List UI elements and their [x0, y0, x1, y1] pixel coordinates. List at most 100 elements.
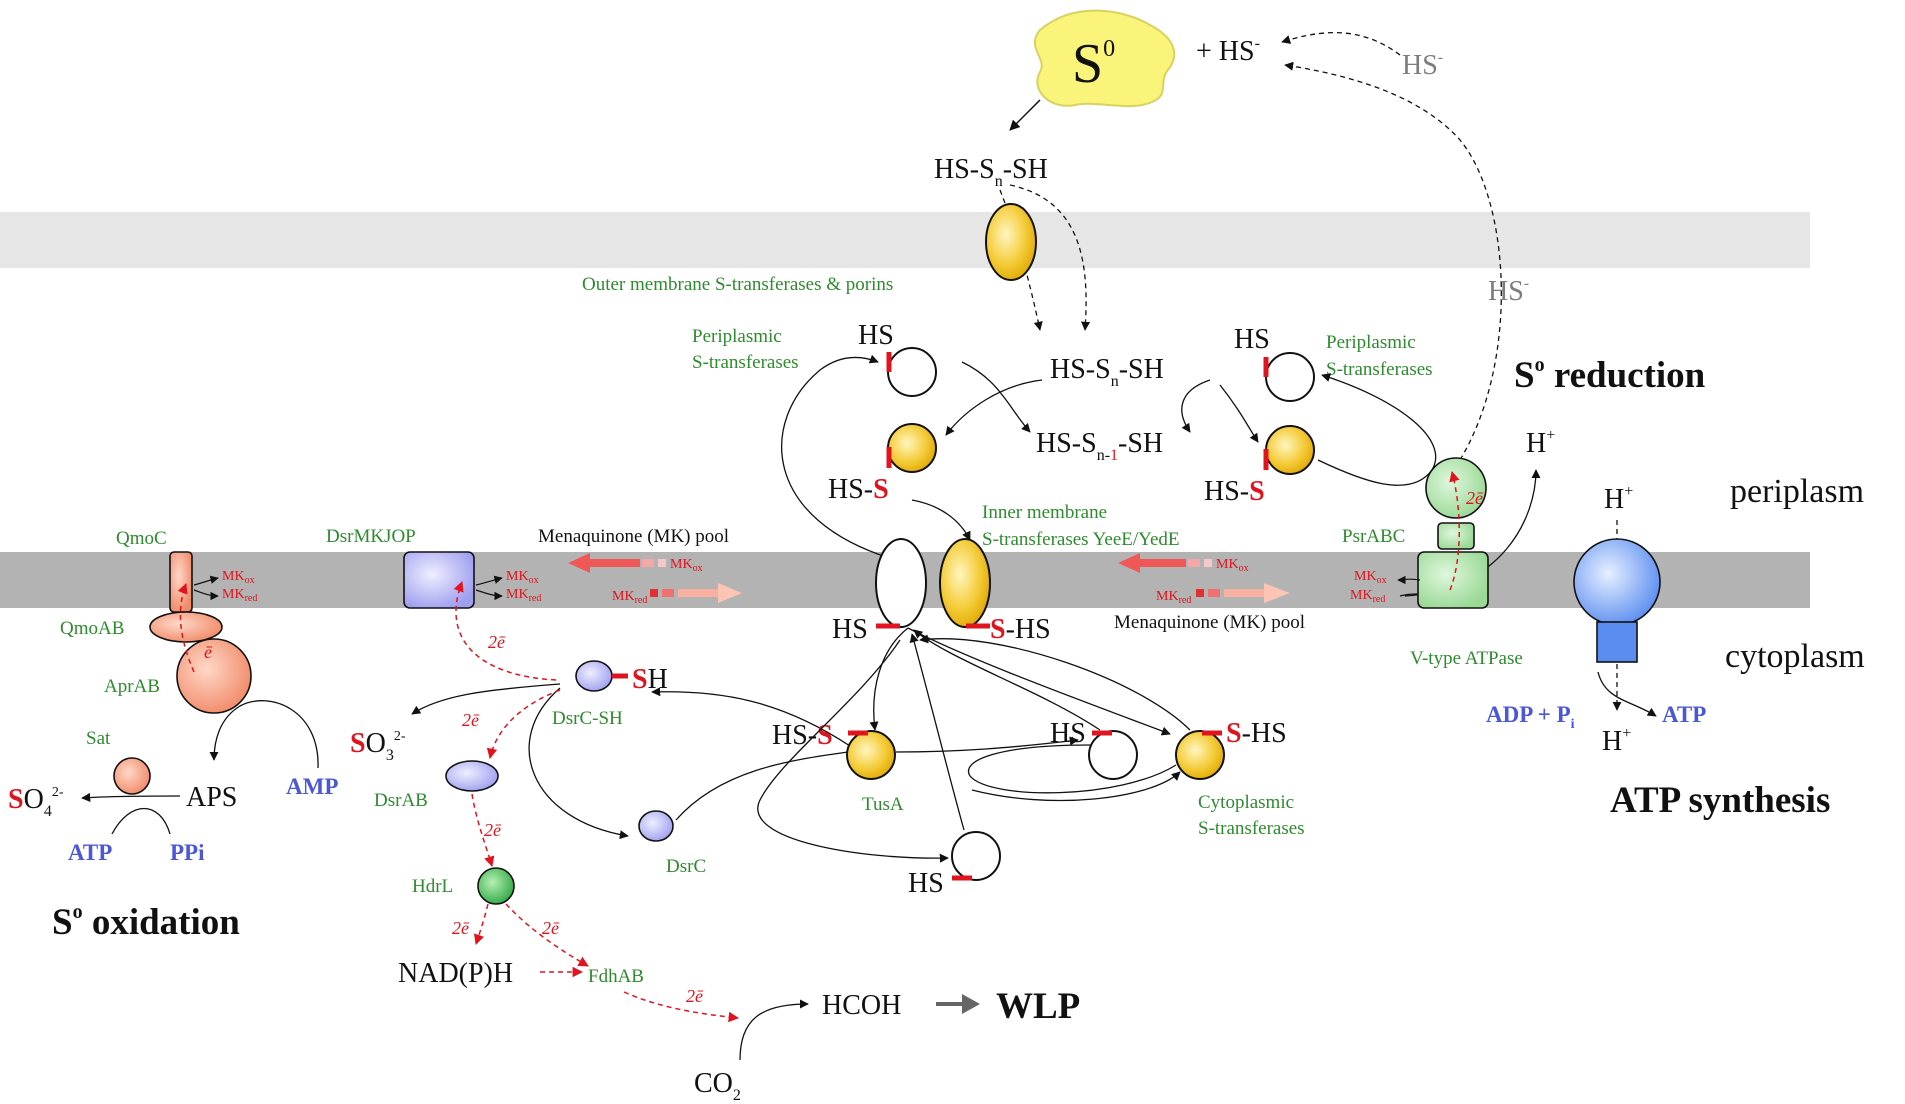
arrow-psr-to-plus-hs	[1284, 61, 1502, 461]
so3: SO32-	[350, 728, 406, 764]
aprab	[176, 638, 252, 714]
polysulfide-periplasm: HS-Sn-SH	[1050, 354, 1164, 390]
label-vtype-atpase: V-type ATPase	[1410, 648, 1523, 669]
atp-ox: ATP	[68, 840, 112, 865]
dsrmkjop-mk-labels: MKox MKred	[475, 569, 541, 604]
tusa-hss: HS-S	[772, 720, 833, 751]
peri-left-loaded	[887, 423, 937, 473]
label-mk-pool-top: Menaquinone (MK) pool	[538, 526, 729, 547]
dsrmkjop	[403, 551, 475, 609]
h-plus-psr: H+	[1526, 427, 1555, 459]
label-cyto-1: Cytoplasmic	[1198, 792, 1294, 813]
qmoab	[149, 611, 223, 643]
arrow-aps-to-so4	[81, 792, 181, 802]
hdrl	[477, 867, 515, 905]
h-plus-atpase-bottom: H+	[1602, 725, 1631, 757]
label-mk-pool-bottom: Menaquinone (MK) pool	[1114, 612, 1305, 633]
cyto-free-hs: HS	[908, 868, 944, 899]
svg-text:MKox: MKox	[670, 557, 703, 574]
arrow-co2-to-hcoh	[739, 999, 809, 1061]
mk-pool-arrow-right: MKred	[612, 583, 742, 606]
svg-text:MKred: MKred	[612, 589, 647, 606]
dsrab	[445, 760, 499, 792]
label-peri-right-1: Periplasmic	[1326, 332, 1416, 353]
peri-left-hs: HS	[858, 320, 894, 351]
arrow-dsrc-to-dsrc	[528, 687, 629, 840]
region-periplasm: periplasm	[1730, 473, 1864, 510]
mk-pool-arrow-right-2: MKred	[1156, 583, 1290, 606]
label-dsrc: DsrC	[666, 856, 706, 877]
label-tusa: TusA	[862, 794, 904, 815]
vtype-atpase	[1573, 538, 1661, 663]
qmo-electron-path	[177, 583, 195, 673]
arrow-inner-right-loop	[907, 627, 1171, 736]
arrow-inner-down	[757, 639, 949, 863]
label-aprab: AprAB	[104, 676, 160, 697]
h-plus-atpase-top: H+	[1604, 483, 1633, 515]
dsrab-to-hdrl-electron	[471, 793, 495, 868]
peri-right-hs: HS	[1234, 324, 1270, 355]
label-sat: Sat	[86, 728, 111, 749]
outer-membrane	[0, 212, 1810, 268]
hdrl-to-nadph	[474, 903, 489, 945]
label-psrabc: PsrABC	[1342, 526, 1405, 547]
plus-hs-top: + HS-	[1196, 35, 1260, 67]
s0-text: S	[1072, 33, 1103, 95]
outer-membrane-transferase	[985, 203, 1037, 281]
hdrl-to-fdhab	[505, 903, 589, 967]
dsrab-electron	[486, 689, 561, 760]
peri-right-loaded	[1265, 425, 1315, 475]
inner-s-hs: S-HS	[990, 614, 1051, 645]
arrow-cyto-to-inner	[913, 629, 1101, 731]
svg-text:S0: S0	[1072, 33, 1115, 95]
fdhab-to-co2	[623, 991, 740, 1023]
svg-text:MKox: MKox	[222, 569, 255, 586]
sat	[113, 757, 151, 795]
hdrl-2e-in: 2ē	[484, 820, 502, 840]
inner-membrane-transferase-empty	[875, 538, 927, 628]
inner-membrane-transferase-loaded	[939, 538, 991, 628]
qmo-electron: ē	[204, 642, 213, 662]
svg-text:MKred: MKred	[1156, 589, 1191, 606]
label-peri-left-2: S-transferases	[692, 352, 799, 373]
arrow-tusa-to-dsrcsh	[651, 687, 851, 747]
title-s0-oxidation: So oxidation	[52, 901, 240, 943]
arrow-cyto-loop-back	[971, 771, 1181, 802]
cyto-loaded	[1175, 730, 1225, 780]
dsrc	[638, 810, 674, 842]
cyto-free	[951, 831, 1001, 881]
tusa	[846, 730, 896, 780]
fdhab-2e: 2ē	[542, 918, 560, 938]
hcoh: HCOH	[822, 990, 901, 1021]
label-qmoab: QmoAB	[60, 618, 124, 639]
psrabc-complex	[1417, 457, 1489, 609]
cyto-s-hs: S-HS	[1226, 718, 1287, 749]
aps: APS	[186, 782, 237, 813]
arrow-tusa-to-cyto	[895, 736, 1079, 753]
arrow-peri-to-inner	[911, 499, 971, 541]
co2-2e: 2ē	[686, 986, 704, 1006]
region-cytoplasm: cytoplasm	[1725, 638, 1865, 675]
label-hdrl: HdrL	[412, 876, 453, 897]
svg-text:MKred: MKred	[506, 587, 541, 604]
atp-synth-product: ATP	[1662, 702, 1706, 727]
arrow-cyto-loop	[967, 744, 1177, 794]
peri-right-hss: HS-S	[1204, 476, 1265, 507]
label-dsrmkjop: DsrMKJOP	[326, 526, 416, 547]
arrow-peri-left-exchange-2	[945, 379, 1043, 436]
peri-left-empty	[887, 347, 937, 397]
svg-text:MKox: MKox	[1354, 569, 1387, 586]
arrow-peri-left-exchange-1	[961, 361, 1031, 433]
hs-gray-top: HS-	[1402, 49, 1443, 81]
arrow-hcoh-to-wlp	[936, 994, 980, 1014]
amp: AMP	[286, 774, 338, 799]
label-outer-membrane: Outer membrane S-transferases & porins	[582, 274, 893, 295]
label-dsrab: DsrAB	[374, 790, 428, 811]
label-fdhab: FdhAB	[588, 966, 644, 987]
elemental-sulfur: S0	[1033, 9, 1176, 108]
arrow-dsrc-to-tusa	[675, 751, 849, 821]
inner-hs-left: HS	[832, 614, 868, 645]
label-qmoc: QmoC	[116, 528, 167, 549]
